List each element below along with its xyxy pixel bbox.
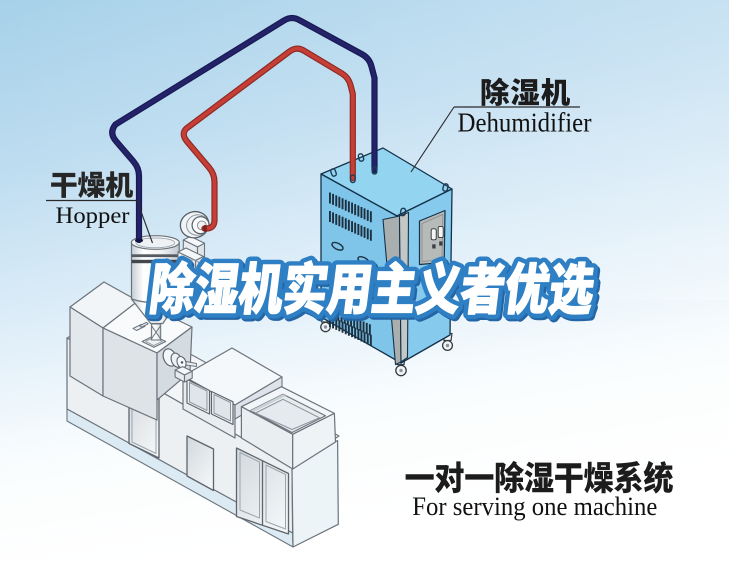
svg-text:For serving one machine: For serving one machine: [412, 492, 657, 521]
svg-text:Hopper: Hopper: [56, 203, 130, 229]
svg-text:Dehumidifier: Dehumidifier: [458, 107, 592, 137]
